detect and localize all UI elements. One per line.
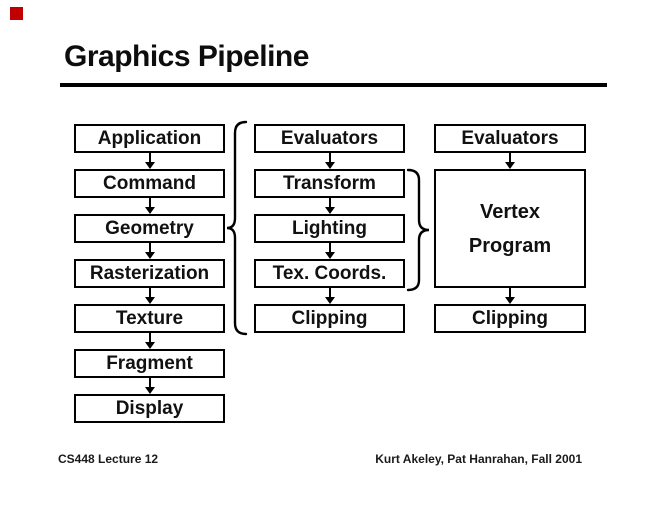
box-vertex-program: Vertex Program bbox=[434, 169, 586, 288]
arrow-shaft bbox=[149, 198, 151, 208]
arrow-shaft bbox=[149, 378, 151, 388]
flow-arrow bbox=[145, 153, 155, 169]
arrow-head-icon bbox=[145, 297, 155, 304]
box-label: Vertex bbox=[479, 200, 541, 223]
arrow-shaft bbox=[329, 153, 331, 163]
arrow-shaft bbox=[329, 198, 331, 208]
geometry-expansion-brace bbox=[226, 120, 248, 336]
flow-arrow bbox=[325, 198, 335, 214]
flow-arrow bbox=[325, 288, 335, 304]
box-geometry: Geometry bbox=[74, 214, 225, 243]
box-label: Clipping bbox=[472, 307, 548, 329]
box-label: Display bbox=[115, 397, 184, 419]
box-display: Display bbox=[74, 394, 225, 423]
flow-arrow bbox=[325, 153, 335, 169]
flow-arrow bbox=[145, 243, 155, 259]
box-lighting: Lighting bbox=[254, 214, 405, 243]
footer-credits: Kurt Akeley, Pat Hanrahan, Fall 2001 bbox=[375, 452, 582, 466]
arrow-head-icon bbox=[325, 252, 335, 259]
arrow-shaft bbox=[509, 153, 511, 163]
flow-arrow bbox=[145, 198, 155, 214]
flow-arrow bbox=[145, 333, 155, 349]
box-transform: Transform bbox=[254, 169, 405, 198]
arrow-head-icon bbox=[145, 342, 155, 349]
slide-title: Graphics Pipeline bbox=[64, 40, 309, 73]
box-label: Evaluators bbox=[461, 127, 559, 149]
arrow-shaft bbox=[329, 243, 331, 253]
arrow-head-icon bbox=[325, 297, 335, 304]
arrow-shaft bbox=[149, 333, 151, 343]
arrow-shaft bbox=[149, 288, 151, 298]
box-texture: Texture bbox=[74, 304, 225, 333]
arrow-head-icon bbox=[145, 207, 155, 214]
arrow-shaft bbox=[509, 288, 511, 298]
box-label: Geometry bbox=[105, 217, 194, 239]
box-clipping-gl: Clipping bbox=[254, 304, 405, 333]
box-label: Tex. Coords. bbox=[272, 262, 387, 284]
left-brace-path bbox=[226, 120, 248, 336]
box-label: Evaluators bbox=[280, 127, 379, 149]
box-label: Lighting bbox=[292, 217, 367, 239]
right-brace-path bbox=[406, 168, 430, 292]
box-label: Rasterization bbox=[89, 262, 210, 284]
box-command: Command bbox=[74, 169, 225, 198]
arrow-head-icon bbox=[145, 162, 155, 169]
arrow-shaft bbox=[149, 153, 151, 163]
box-label: Clipping bbox=[291, 307, 368, 329]
box-evaluators-gl: Evaluators bbox=[254, 124, 405, 153]
box-tex-coords: Tex. Coords. bbox=[254, 259, 405, 288]
box-application: Application bbox=[74, 124, 225, 153]
arrow-shaft bbox=[149, 243, 151, 253]
flow-arrow bbox=[145, 378, 155, 394]
arrow-head-icon bbox=[505, 162, 515, 169]
arrow-head-icon bbox=[145, 252, 155, 259]
box-label: Program bbox=[468, 234, 552, 257]
red-square-marker bbox=[10, 7, 23, 20]
box-fragment: Fragment bbox=[74, 349, 225, 378]
flow-arrow bbox=[505, 288, 515, 304]
title-underline bbox=[60, 83, 607, 87]
flow-arrow bbox=[325, 243, 335, 259]
arrow-head-icon bbox=[145, 387, 155, 394]
footer-course-label: CS448 Lecture 12 bbox=[58, 452, 159, 466]
box-label: Fragment bbox=[106, 352, 193, 374]
box-label: Transform bbox=[283, 172, 376, 194]
vertex-program-brace bbox=[406, 168, 430, 292]
flow-arrow bbox=[505, 153, 515, 169]
arrow-head-icon bbox=[325, 207, 335, 214]
box-evaluators-vp: Evaluators bbox=[434, 124, 586, 153]
box-clipping-vp: Clipping bbox=[434, 304, 586, 333]
box-rasterization: Rasterization bbox=[74, 259, 225, 288]
flow-arrow bbox=[145, 288, 155, 304]
box-label: Command bbox=[103, 172, 196, 194]
arrow-shaft bbox=[329, 288, 331, 298]
arrow-head-icon bbox=[505, 297, 515, 304]
box-label: Application bbox=[97, 127, 202, 149]
box-label: Texture bbox=[115, 307, 184, 329]
arrow-head-icon bbox=[325, 162, 335, 169]
